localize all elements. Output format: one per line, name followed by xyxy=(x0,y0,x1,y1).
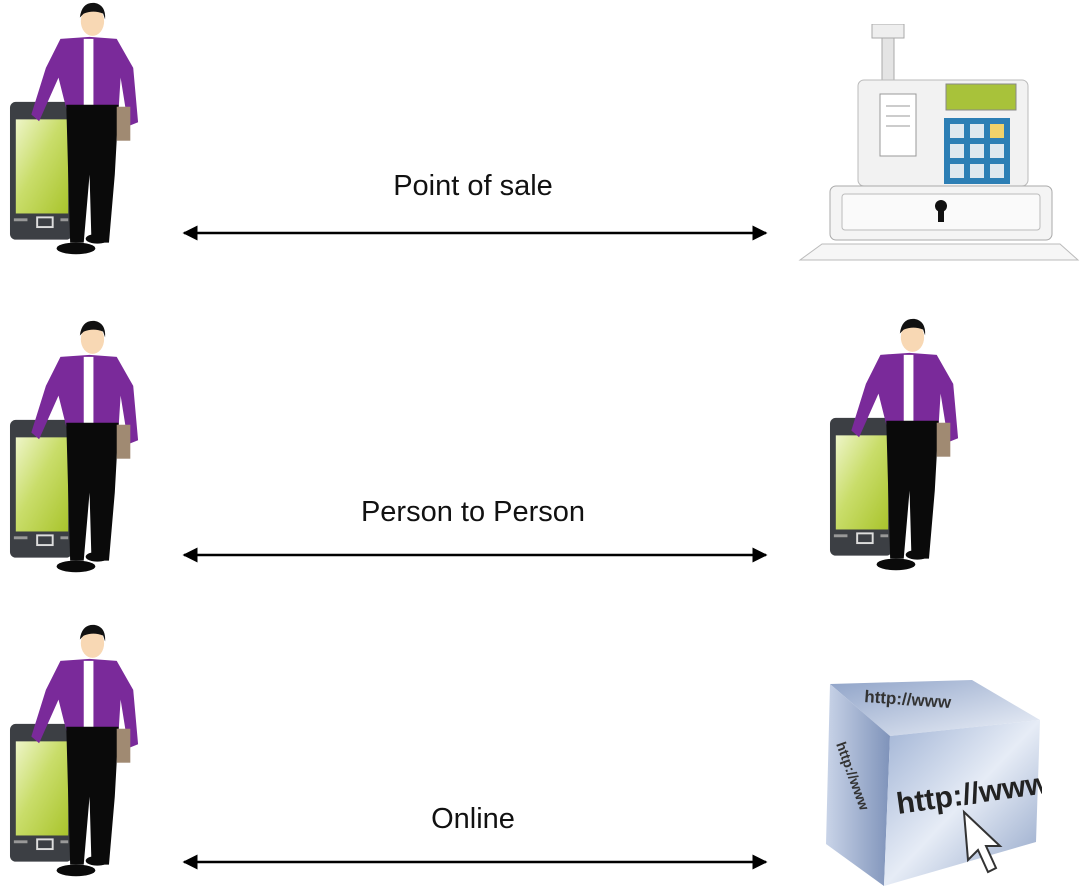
web-cube-icon: http://www http://www http://www xyxy=(822,674,1042,888)
point-of-sale-arrow xyxy=(182,225,768,241)
customer-with-phone-2 xyxy=(0,318,150,580)
cursor-arrow-icon xyxy=(962,809,1003,874)
customer-with-phone-3 xyxy=(0,622,150,884)
person-to-person-arrow xyxy=(182,547,768,563)
online-label: Online xyxy=(431,803,515,835)
online-arrow xyxy=(182,854,768,870)
customer-with-phone-1 xyxy=(0,0,150,262)
point-of-sale-label: Point of sale xyxy=(393,170,553,202)
person-with-phone xyxy=(820,316,970,578)
cash-register-icon xyxy=(798,24,1080,261)
person-to-person-label: Person to Person xyxy=(360,496,586,528)
